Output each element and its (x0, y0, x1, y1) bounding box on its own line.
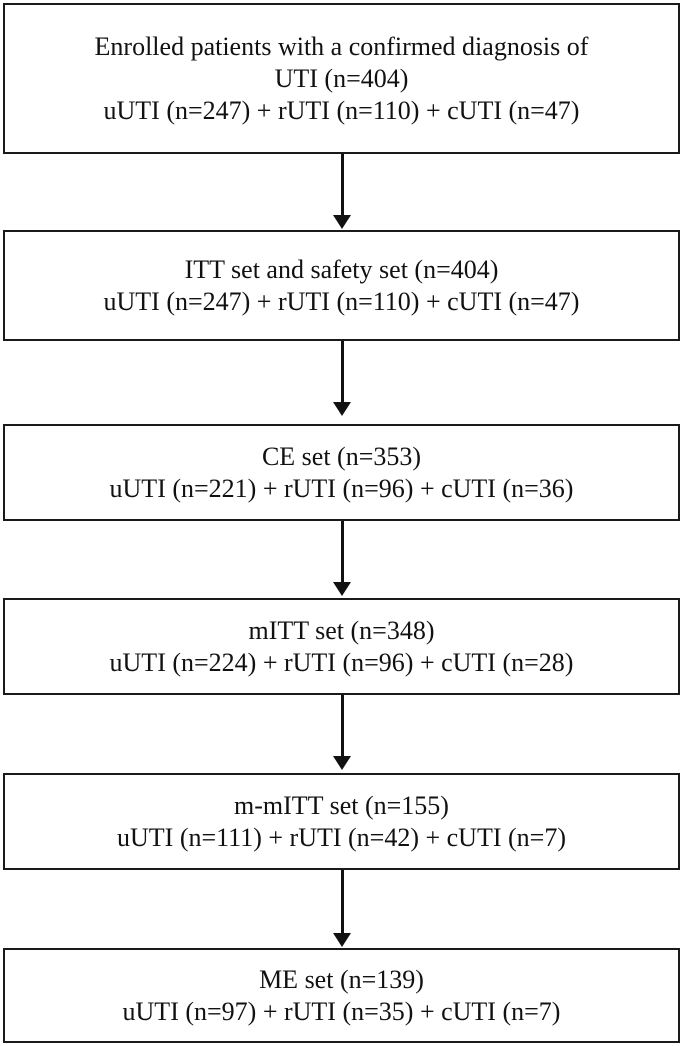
arrowhead-4 (333, 756, 351, 770)
box-enrolled: Enrolled patients with a confirmed diagn… (3, 3, 680, 154)
box-enrolled-line-1: Enrolled patients with a confirmed diagn… (94, 31, 589, 61)
box-itt-safety-line-1: ITT set and safety set (n=404) (184, 254, 499, 284)
box-me-set-line-2: uUTI (n=97) + rUTI (n=35) + cUTI (n=7) (122, 996, 561, 1026)
box-ce-set-line-2: uUTI (n=221) + rUTI (n=96) + cUTI (n=36) (109, 473, 574, 503)
box-mitt-set: mITT set (n=348) uUTI (n=224) + rUTI (n=… (3, 598, 680, 695)
box-m-mitt-set-line-1: m-mITT set (n=155) (234, 790, 449, 820)
connector-1 (341, 154, 344, 217)
connector-4 (341, 695, 344, 758)
box-me-set-line-1: ME set (n=139) (259, 964, 424, 994)
connector-3 (341, 521, 344, 584)
box-ce-set: CE set (n=353) uUTI (n=221) + rUTI (n=96… (3, 424, 680, 521)
box-me-set: ME set (n=139) uUTI (n=97) + rUTI (n=35)… (3, 948, 680, 1043)
box-itt-safety-line-2: uUTI (n=247) + rUTI (n=110) + cUTI (n=47… (103, 286, 580, 316)
box-ce-set-line-1: CE set (n=353) (261, 441, 422, 471)
box-m-mitt-set: m-mITT set (n=155) uUTI (n=111) + rUTI (… (3, 773, 680, 870)
connector-5 (341, 870, 344, 935)
arrowhead-3 (333, 582, 351, 596)
box-mitt-set-line-1: mITT set (n=348) (248, 615, 435, 645)
arrowhead-1 (333, 215, 351, 229)
box-enrolled-line-3: uUTI (n=247) + rUTI (n=110) + cUTI (n=47… (103, 95, 580, 125)
connector-2 (341, 341, 344, 404)
box-itt-safety: ITT set and safety set (n=404) uUTI (n=2… (3, 230, 680, 341)
box-enrolled-line-2: UTI (n=404) (274, 63, 409, 93)
arrowhead-5 (333, 933, 351, 947)
arrowhead-2 (333, 402, 351, 416)
box-m-mitt-set-line-2: uUTI (n=111) + rUTI (n=42) + cUTI (n=7) (117, 822, 566, 852)
box-mitt-set-line-2: uUTI (n=224) + rUTI (n=96) + cUTI (n=28) (109, 647, 574, 677)
